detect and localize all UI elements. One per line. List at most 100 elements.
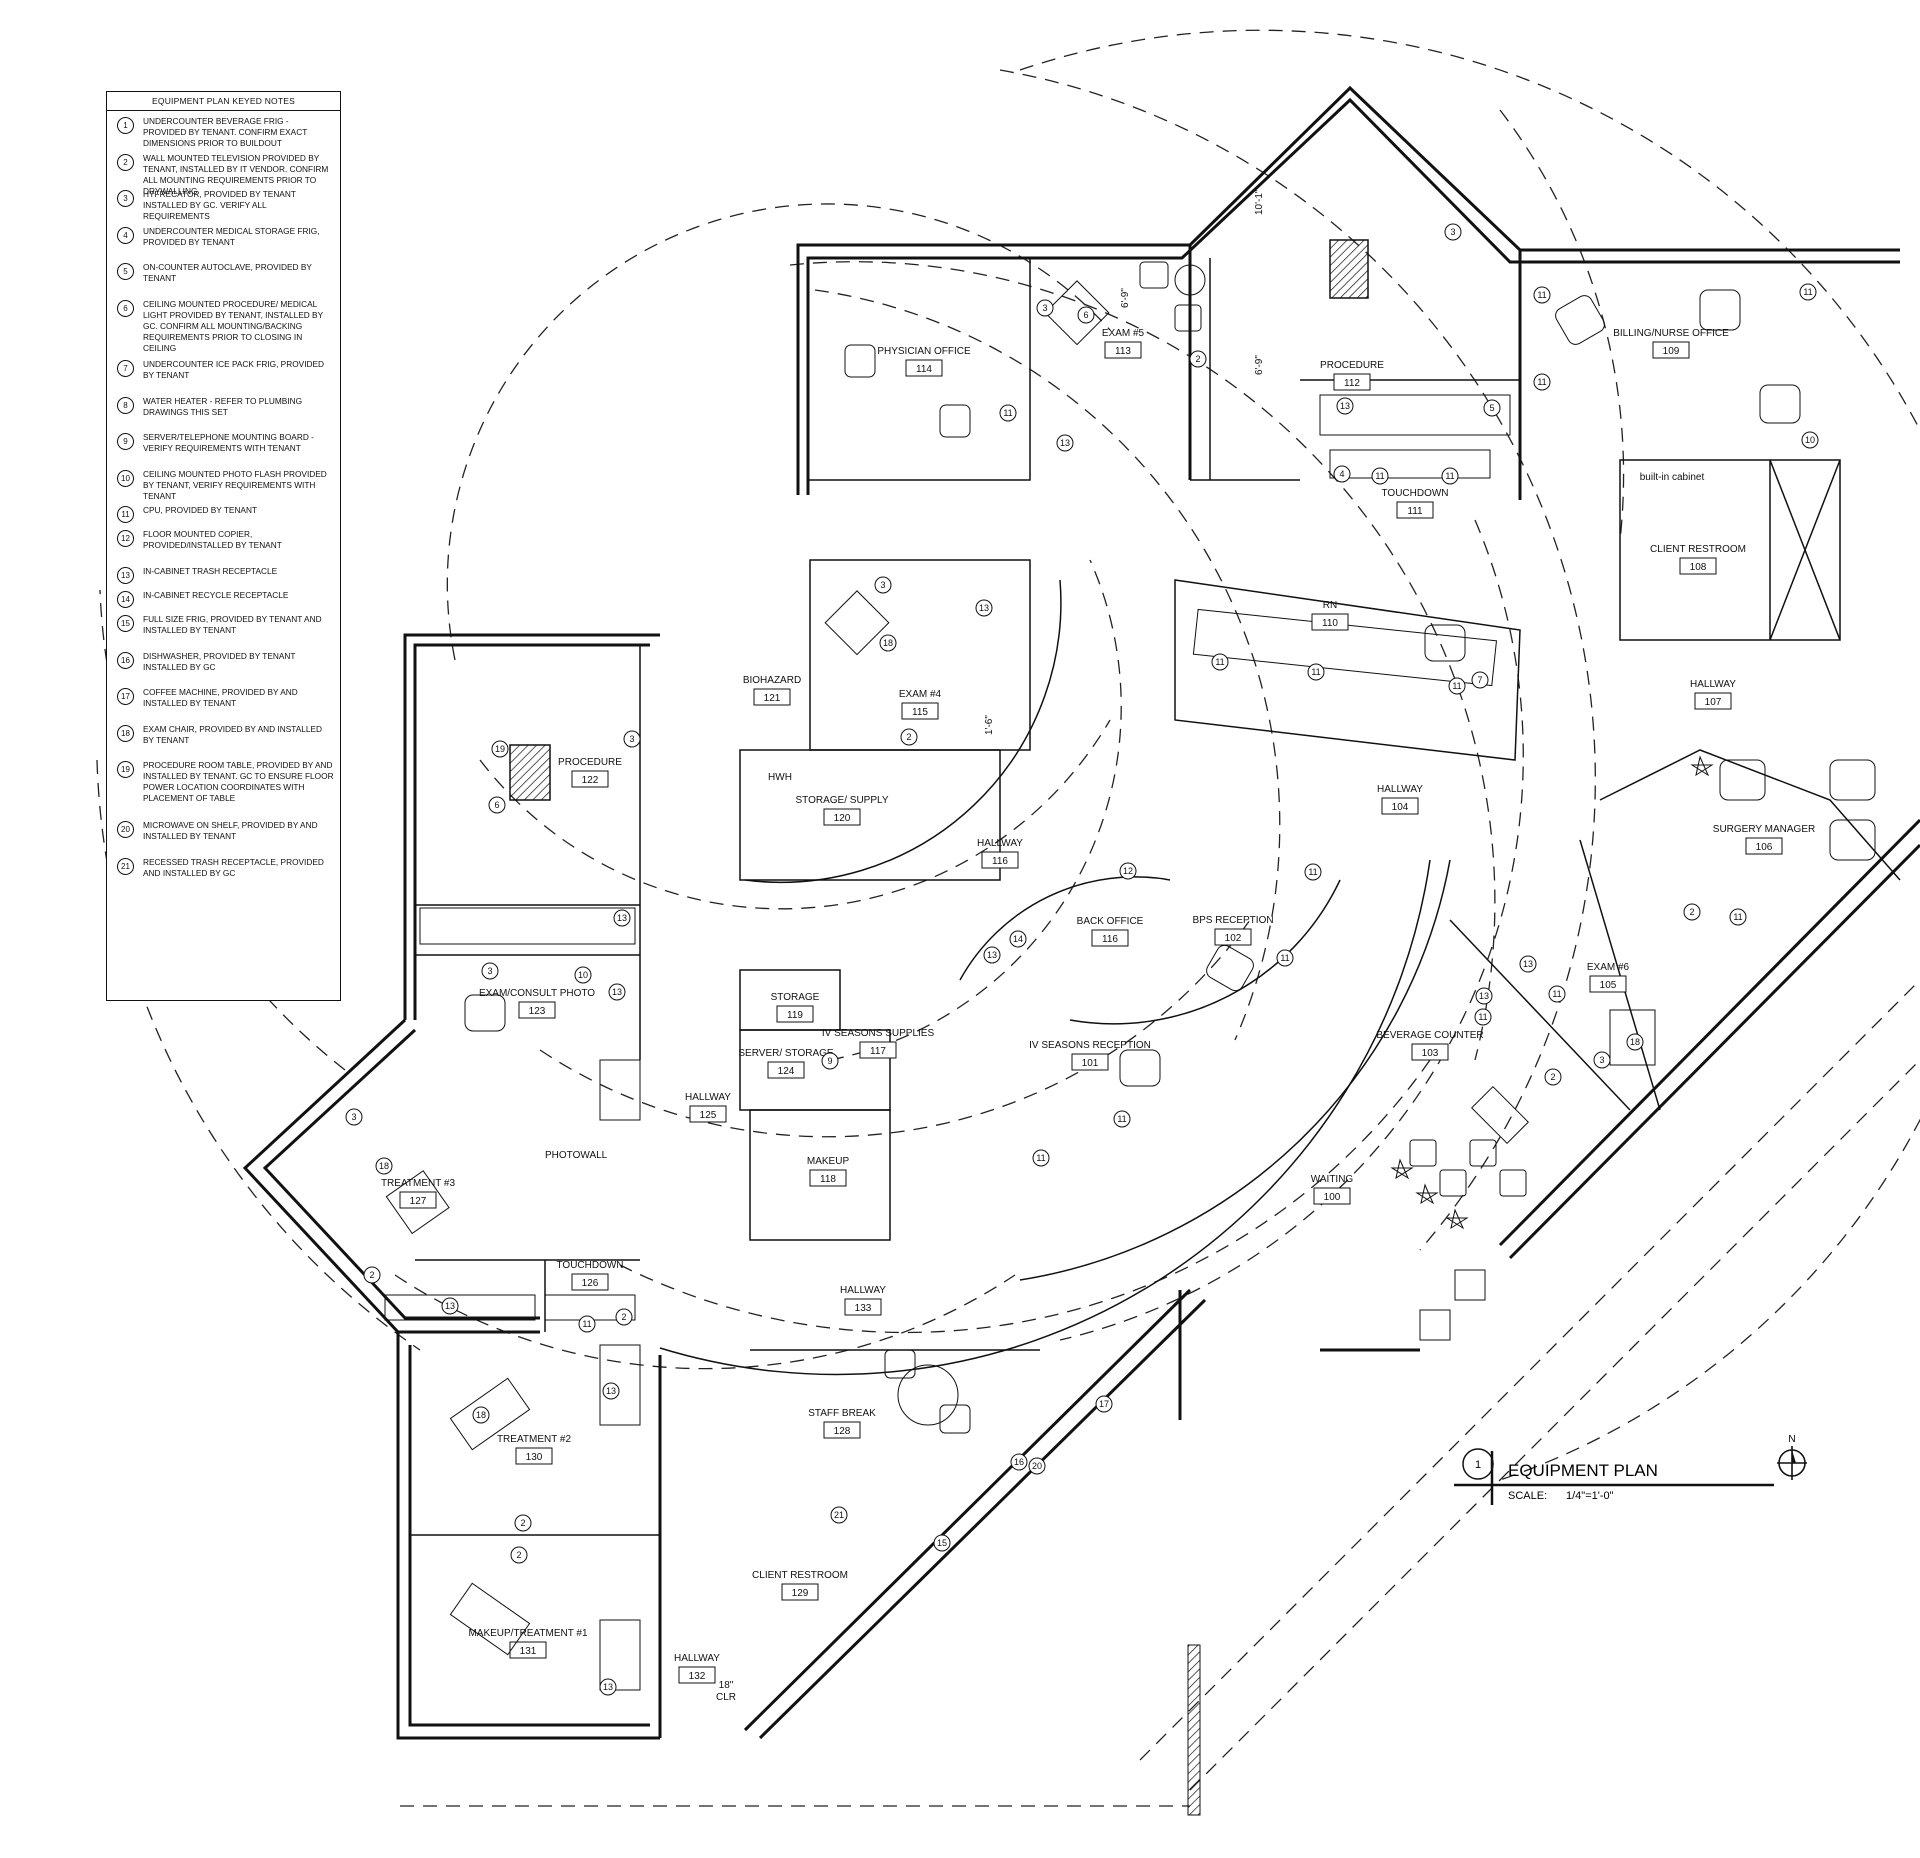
svg-text:101: 101 [1082, 1058, 1099, 1069]
note-number: 17 [117, 688, 134, 706]
note-number: 7 [117, 359, 134, 377]
svg-text:STORAGE: STORAGE [771, 992, 820, 1003]
svg-text:11: 11 [1036, 1153, 1045, 1163]
svg-text:130: 130 [526, 1452, 543, 1463]
keyed-note: 19 PROCEDURE ROOM TABLE, PROVIDED BY AND … [107, 755, 340, 815]
note-number: 20 [117, 821, 134, 839]
plan-annotations: PHOTOWALL built-in cabinet 10'-1" 6'-9" … [545, 189, 1704, 1703]
svg-text:108: 108 [1690, 562, 1707, 573]
svg-text:5: 5 [1489, 403, 1494, 413]
callout: 11 [1533, 286, 1551, 304]
dimension-1-6: 1'-6" [984, 715, 995, 735]
svg-text:TREATMENT #2: TREATMENT #2 [497, 1434, 572, 1445]
callout: 2 [900, 728, 918, 746]
svg-text:19: 19 [495, 744, 505, 754]
svg-text:11: 11 [1117, 1114, 1126, 1124]
svg-text:13: 13 [1060, 438, 1070, 448]
svg-text:EXAM/CONSULT PHOTO: EXAM/CONSULT PHOTO [479, 988, 595, 999]
callout: 4 [1333, 465, 1351, 483]
keyed-notes-title: EQUIPMENT PLAN KEYED NOTES [107, 92, 340, 111]
drawing-title: EQUIPMENT PLAN [1508, 1461, 1658, 1480]
svg-text:TREATMENT #3: TREATMENT #3 [381, 1178, 456, 1189]
note-text: IN-CABINET RECYCLE RECEPTACLE [143, 589, 289, 600]
note-number: 5 [117, 263, 134, 281]
note-number: 13 [117, 566, 134, 584]
svg-text:122: 122 [582, 775, 599, 786]
note-number: 18 [117, 724, 134, 742]
note-number: 19 [117, 761, 134, 779]
callout: 11 [1032, 1149, 1050, 1167]
callout: 2 [363, 1266, 381, 1284]
keyed-note: 4 UNDERCOUNTER MEDICAL STORAGE FRIG, PROV… [107, 221, 340, 258]
svg-text:WAITING: WAITING [1311, 1174, 1354, 1185]
svg-text:13: 13 [1523, 959, 1533, 969]
svg-text:CLIENT RESTROOM: CLIENT RESTROOM [752, 1570, 848, 1581]
callout: 7 [1471, 671, 1489, 689]
svg-text:112: 112 [1344, 378, 1360, 389]
svg-text:116: 116 [992, 856, 1008, 867]
svg-text:HALLWAY: HALLWAY [1690, 679, 1736, 690]
svg-text:2: 2 [516, 1550, 521, 1560]
dimension-6-9: 6'-9" [1254, 355, 1265, 375]
svg-text:129: 129 [792, 1588, 809, 1599]
builtin-cabinet-label: built-in cabinet [1640, 472, 1705, 483]
note-text: UNDERCOUNTER MEDICAL STORAGE FRIG, PROVI… [143, 225, 320, 247]
svg-text:13: 13 [617, 913, 627, 923]
callout: 2 [510, 1546, 528, 1564]
note-text: IN-CABINET TRASH RECEPTACLE [143, 565, 278, 576]
svg-text:3: 3 [629, 734, 634, 744]
svg-text:6: 6 [1083, 310, 1088, 320]
svg-text:4: 4 [1339, 469, 1344, 479]
svg-text:107: 107 [1705, 697, 1722, 708]
svg-text:EXAM #4: EXAM #4 [899, 689, 942, 700]
room-130-treatment: TREATMENT #2 130 [497, 1434, 572, 1465]
callout: 3 [1593, 1051, 1611, 1069]
callout: 3 [874, 576, 892, 594]
svg-text:13: 13 [987, 950, 997, 960]
svg-text:TOUCHDOWN: TOUCHDOWN [556, 1260, 623, 1271]
svg-text:131: 131 [520, 1646, 537, 1657]
svg-text:CLIENT RESTROOM: CLIENT RESTROOM [1650, 544, 1746, 555]
note-number: 8 [117, 396, 134, 414]
svg-text:HALLWAY: HALLWAY [674, 1653, 720, 1664]
svg-text:11: 11 [1537, 377, 1546, 387]
svg-text:2: 2 [1195, 354, 1200, 364]
svg-text:12: 12 [1123, 866, 1133, 876]
note-number: 1 [117, 117, 134, 134]
callout: 16 [1010, 1453, 1028, 1471]
room-107-hallway: HALLWAY 107 [1690, 679, 1736, 710]
note-number: 9 [117, 433, 134, 451]
note-text: CEILING MOUNTED PHOTO FLASH PROVIDED BY … [143, 468, 327, 501]
callout: 13 [1519, 955, 1537, 973]
casework [384, 394, 1511, 1691]
note-text: COFFEE MACHINE, PROVIDED BY AND INSTALLE… [143, 687, 298, 709]
note-text: RECESSED TRASH RECEPTACLE, PROVIDED AND … [143, 856, 324, 878]
svg-text:20: 20 [1032, 1461, 1042, 1471]
note-number: 11 [117, 506, 134, 524]
note-text: PROCEDURE ROOM TABLE, PROVIDED BY AND IN… [143, 760, 334, 804]
note-number: 3 [117, 190, 134, 208]
note-number: 4 [117, 226, 134, 244]
callout: 11 [1474, 1008, 1492, 1026]
callout: 11 [1448, 677, 1466, 695]
note-text: WALL MOUNTED TELEVISION PROVIDED BY TENA… [143, 152, 329, 196]
